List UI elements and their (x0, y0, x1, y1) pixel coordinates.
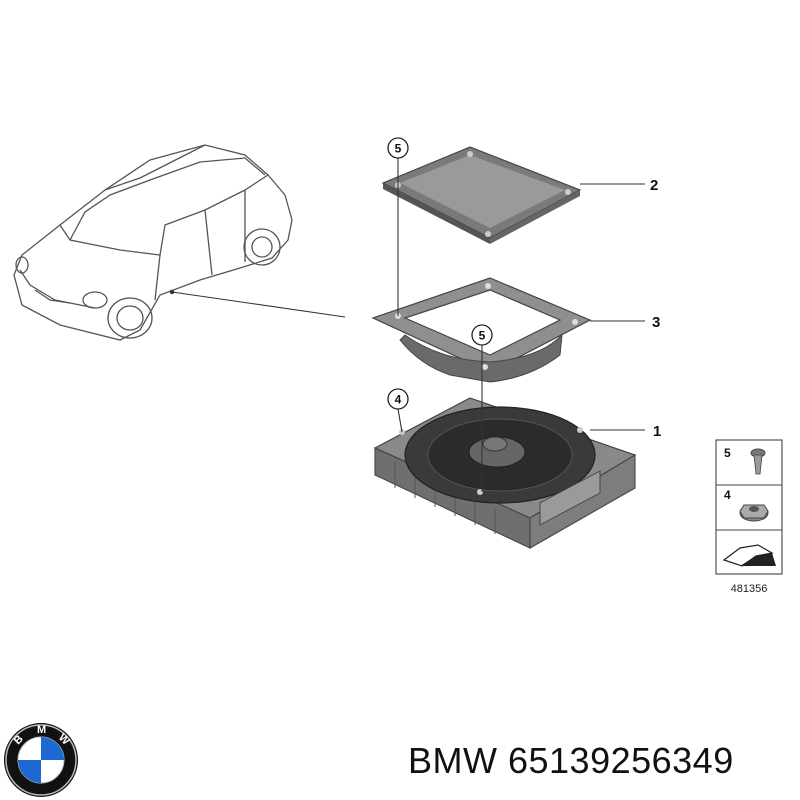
direction-arrow-icon (722, 544, 776, 567)
callout-3-label: 3 (652, 314, 660, 331)
part-cover-plate (381, 146, 582, 244)
callout-5-mid: 5 (471, 324, 493, 346)
fastener-legend: 5 4 481356 (715, 439, 783, 595)
callout-2-label: 2 (650, 177, 658, 194)
bmw-logo: B M W (4, 723, 78, 797)
nut-icon (739, 504, 769, 522)
part-number-caption: BMW 65139256349 (408, 740, 734, 781)
bmw-logo-letter-m: M (37, 724, 46, 736)
diagram-reference-number: 481356 (731, 583, 768, 595)
callout-1-label: 1 (653, 423, 661, 440)
car-outline-illustration (13, 144, 293, 341)
callout-5-mid-label: 5 (479, 329, 486, 343)
car-location-leader (171, 291, 346, 318)
callout-4-top: 4 (387, 388, 409, 410)
legend-item-4-label: 4 (724, 488, 731, 502)
callout-5-top-label: 5 (395, 142, 402, 156)
callout-4-top-label: 4 (395, 393, 402, 407)
bolt-icon (750, 448, 766, 475)
legend-item-5-label: 5 (724, 446, 731, 460)
leader-lines (397, 158, 645, 492)
part-subwoofer-housing (373, 397, 637, 549)
car-location-dot (169, 289, 175, 295)
callout-5-top: 5 (387, 137, 409, 159)
